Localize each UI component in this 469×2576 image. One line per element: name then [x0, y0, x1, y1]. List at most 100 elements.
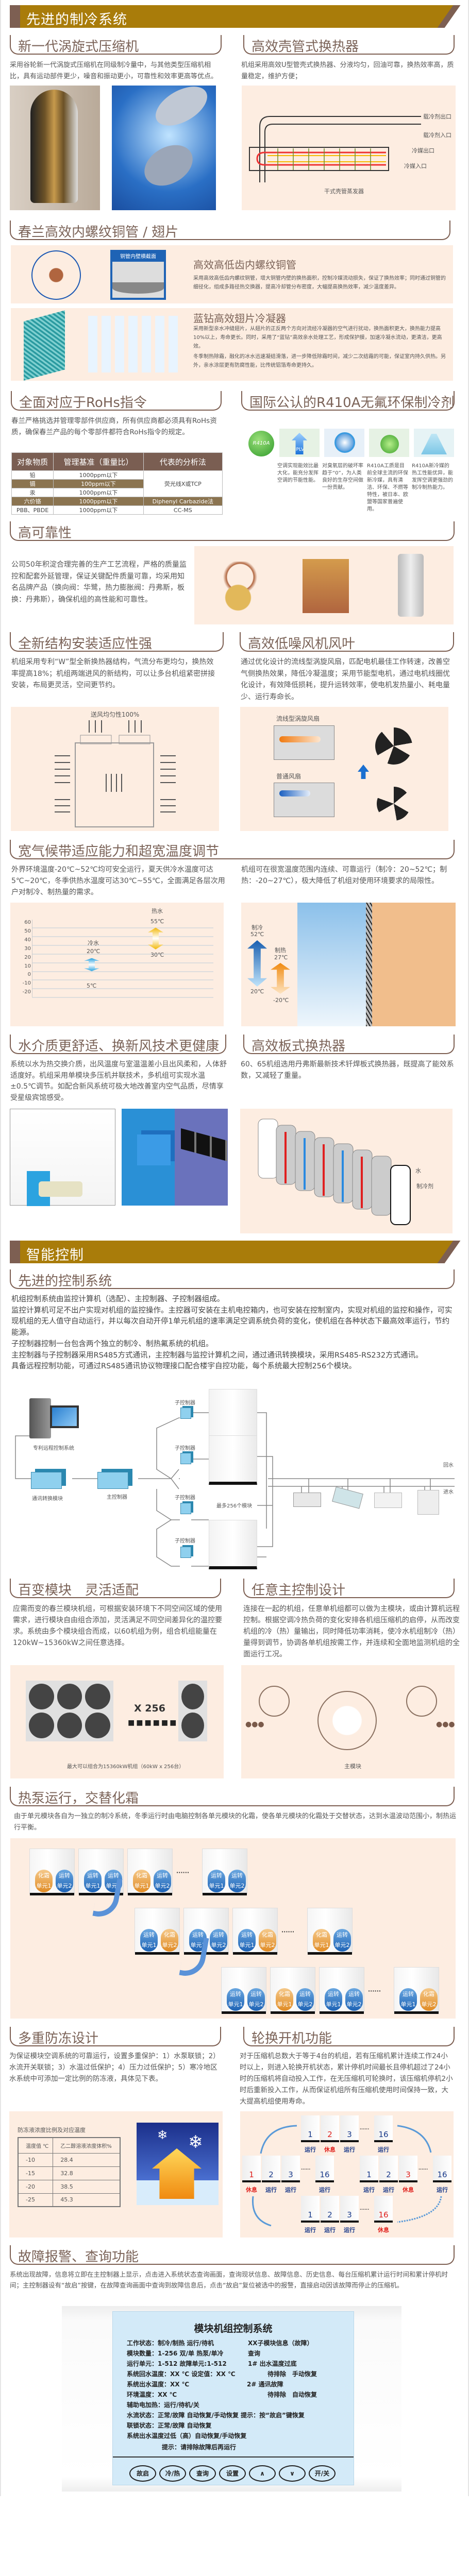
ellipsis: ······: [368, 1988, 381, 1994]
controller-button-4[interactable]: ∧: [249, 2465, 276, 2482]
heading-climate: 宽气候带适应能力和超宽温度调节: [10, 840, 455, 859]
normal-fan-label: 普通风扇: [276, 773, 301, 780]
r410a-caption: R410A新冷媒的热工性能优异，能发挥空调更强劲的制冷制热能力。: [412, 463, 453, 490]
plate-hx-image: [398, 554, 424, 617]
heading-control-system: 先进的控制系统: [10, 1269, 455, 1289]
controller-button-0[interactable]: 故启: [129, 2465, 156, 2482]
paragraph: 机组控制系统由监控计算机（选配）、主控制器、子控制器组成。: [11, 1295, 225, 1303]
unit-text: 单元1: [277, 2001, 292, 2008]
unit-text: 单元1: [239, 1942, 255, 1948]
control-network-diagram: 专利远程控制系统 通讯转换模块 主控制器 子控制器 子控制器 子控制器 子控制器…: [1, 1387, 469, 1573]
cell: 镉: [11, 479, 54, 488]
compressor-unit: 3: [399, 2156, 417, 2182]
converter-label: 通讯转换模块: [32, 1496, 63, 1502]
ellipsis: ●●●: [245, 1720, 264, 1728]
ozone-globe-icon: [324, 429, 364, 457]
fan-comparison-diagram: 流线型涡旋风扇 普通风扇: [240, 707, 448, 831]
compressor-unit: 16: [374, 2115, 393, 2142]
comm-converter-module: [31, 1472, 62, 1489]
unit-state: 运行: [378, 2146, 389, 2153]
col-header: 对象物质: [11, 452, 54, 471]
controller-button-6[interactable]: 开/关: [309, 2465, 336, 2482]
plate-hx-text: 60、65机组选用丹弗斯最新技术钎焊板式换热器，既提高了能效系数，又减轻了重量。: [241, 1060, 454, 1080]
refrigerant-outlet-label: 冷媒出口: [412, 147, 434, 154]
unit-text: 单元1: [314, 1942, 329, 1948]
controller-button-2[interactable]: 查询: [189, 2465, 216, 2482]
unit-text: 单元1: [134, 1883, 149, 1889]
unit-status-pill: 运转单元2: [154, 1870, 171, 1892]
heading-antifreeze: 多重防冻设计: [10, 2027, 221, 2046]
controller-button-3[interactable]: 设置: [219, 2465, 246, 2482]
single-module-image: [178, 1681, 207, 1741]
fault-info-line: XX子模块信息（故障）: [248, 2340, 313, 2347]
unit-status-pill: 运转单元1: [227, 1988, 244, 2011]
cooling-range-arrow: [247, 940, 267, 987]
y-tick-label: 0: [27, 972, 31, 978]
controller-button-1[interactable]: 冷/热: [159, 2465, 186, 2482]
fin-text-1: 采用新型亲水冲缝翅片，从翅片的正反两个方向对流经冷凝器的空气进行扰动，换热面积更…: [193, 326, 442, 349]
paragraph: 具备远程控制功能，可通过RS485通讯协议物理接口配合楼宇自控功能，每个系统最大…: [11, 1362, 357, 1371]
normal-airflow-image: [274, 783, 334, 817]
fin-text-2: 冬季制热除霜，融化的冰水迅速凝结滑落，进一步降低除霜时间，减少二次结霜的可能，保…: [193, 354, 446, 368]
compressor-unit: 16: [315, 2156, 334, 2182]
unit-text: 单元1: [36, 1883, 52, 1889]
unit-status-pill: 运转单元2: [228, 1870, 246, 1892]
reversing-valve-image: [303, 559, 349, 613]
heating-label: 制热: [275, 947, 286, 954]
defrost-text: 由于单元模块各自为一独立的制冷系统，冬季运行时由电脑控制各单元模块的化霜，使各单…: [14, 1812, 457, 1832]
compressor-unit: 16: [433, 2156, 451, 2182]
unit-status-pill: 运转单元2: [345, 1988, 363, 2011]
heating-low-label: -20℃: [273, 997, 289, 1004]
status-text: 运转: [143, 1931, 155, 1938]
fin-airflow-image: [88, 316, 181, 372]
snowflake-icon: ❄: [157, 2128, 168, 2142]
heading-plate-hx: 高效板式换热器: [243, 1035, 455, 1054]
computer-tower-icon: [29, 1398, 51, 1438]
status-text: 化霜: [38, 1872, 49, 1879]
status-line: 系统回水温度：XX ℃ 设定值：XX ℃: [127, 2370, 236, 2378]
series-low-label: 30℃: [150, 951, 164, 958]
heading-text: 新一代涡旋式压缩机: [18, 39, 139, 55]
coolant-outlet-label: 载冷剂出口: [423, 113, 451, 120]
heading-flexible-modules: 百变模块 灵活适配: [10, 1579, 221, 1598]
series-name: 热水: [152, 908, 163, 915]
status-line: 系统出水温度过低（高）自动恢复/手动恢复: [127, 2432, 247, 2439]
unit-status-pill: 运转单元2: [210, 1929, 227, 1952]
ellipsis: ······: [301, 2167, 311, 2172]
unit-number: 2: [327, 2210, 332, 2219]
fault-info-line: 待排除 手动恢复: [267, 2370, 317, 2378]
unit-status-pill: 化霜单元1: [276, 1988, 293, 2011]
gridline: [32, 962, 213, 963]
heading-fan: 高效低噪风机风叶: [240, 632, 454, 652]
kitchen-scene: [372, 903, 456, 1026]
unit-number: 3: [347, 2210, 352, 2219]
shell-tube-evaporator-diagram: 载冷剂出口 载冷剂入口 冷媒出口 冷媒入口 干式壳管蒸发器: [242, 86, 456, 210]
fin-condenser-image: [24, 310, 65, 381]
unit-status-pill: 运转单元1: [189, 1929, 207, 1952]
fin-condenser-panel: 蓝钻高效翅片冷凝器 采用新型亲水冲缝翅片，从翅片的正反两个方向对流经冷凝器的空气…: [11, 308, 453, 381]
unit-text: 单元2: [297, 2001, 313, 2008]
y-tick-label: 20: [24, 954, 31, 960]
cell: 汞: [11, 488, 54, 497]
gridline: [32, 927, 213, 928]
y-tick-label: -10: [22, 980, 31, 987]
streamline-fan-blade-icon: [375, 727, 412, 765]
multiplier-label: X 256: [134, 1703, 165, 1714]
controller-button-5[interactable]: ∨: [279, 2465, 306, 2482]
heading-text: 高效低噪风机风叶: [248, 636, 356, 652]
components-image: [194, 546, 454, 624]
master-module-image: ●●● ●●● 主模块: [241, 1665, 455, 1778]
heading-shell-hx: 高效壳管式换热器: [243, 35, 455, 55]
fault-info-line: 1# 出水温度过底: [248, 2360, 297, 2367]
gridline: [32, 953, 213, 955]
unit-text: 单元2: [106, 1883, 121, 1889]
climate-text-left: 外界环境温度-20℃~52℃均可安全运行，夏天供冷水温度可达5℃~20℃，冬季供…: [11, 866, 225, 896]
heading-text: 全新结构安装适应性强: [18, 636, 153, 652]
compressor-cutaway-image: [10, 86, 100, 210]
shell-hx-text: 机组采用高效U型管壳式换热器、分液均匀，回油可靠，换热效率高，质量稳定，维护方便…: [241, 61, 454, 80]
r410a-badge: R410A: [248, 431, 274, 456]
status-text: 运转: [328, 1991, 339, 1997]
